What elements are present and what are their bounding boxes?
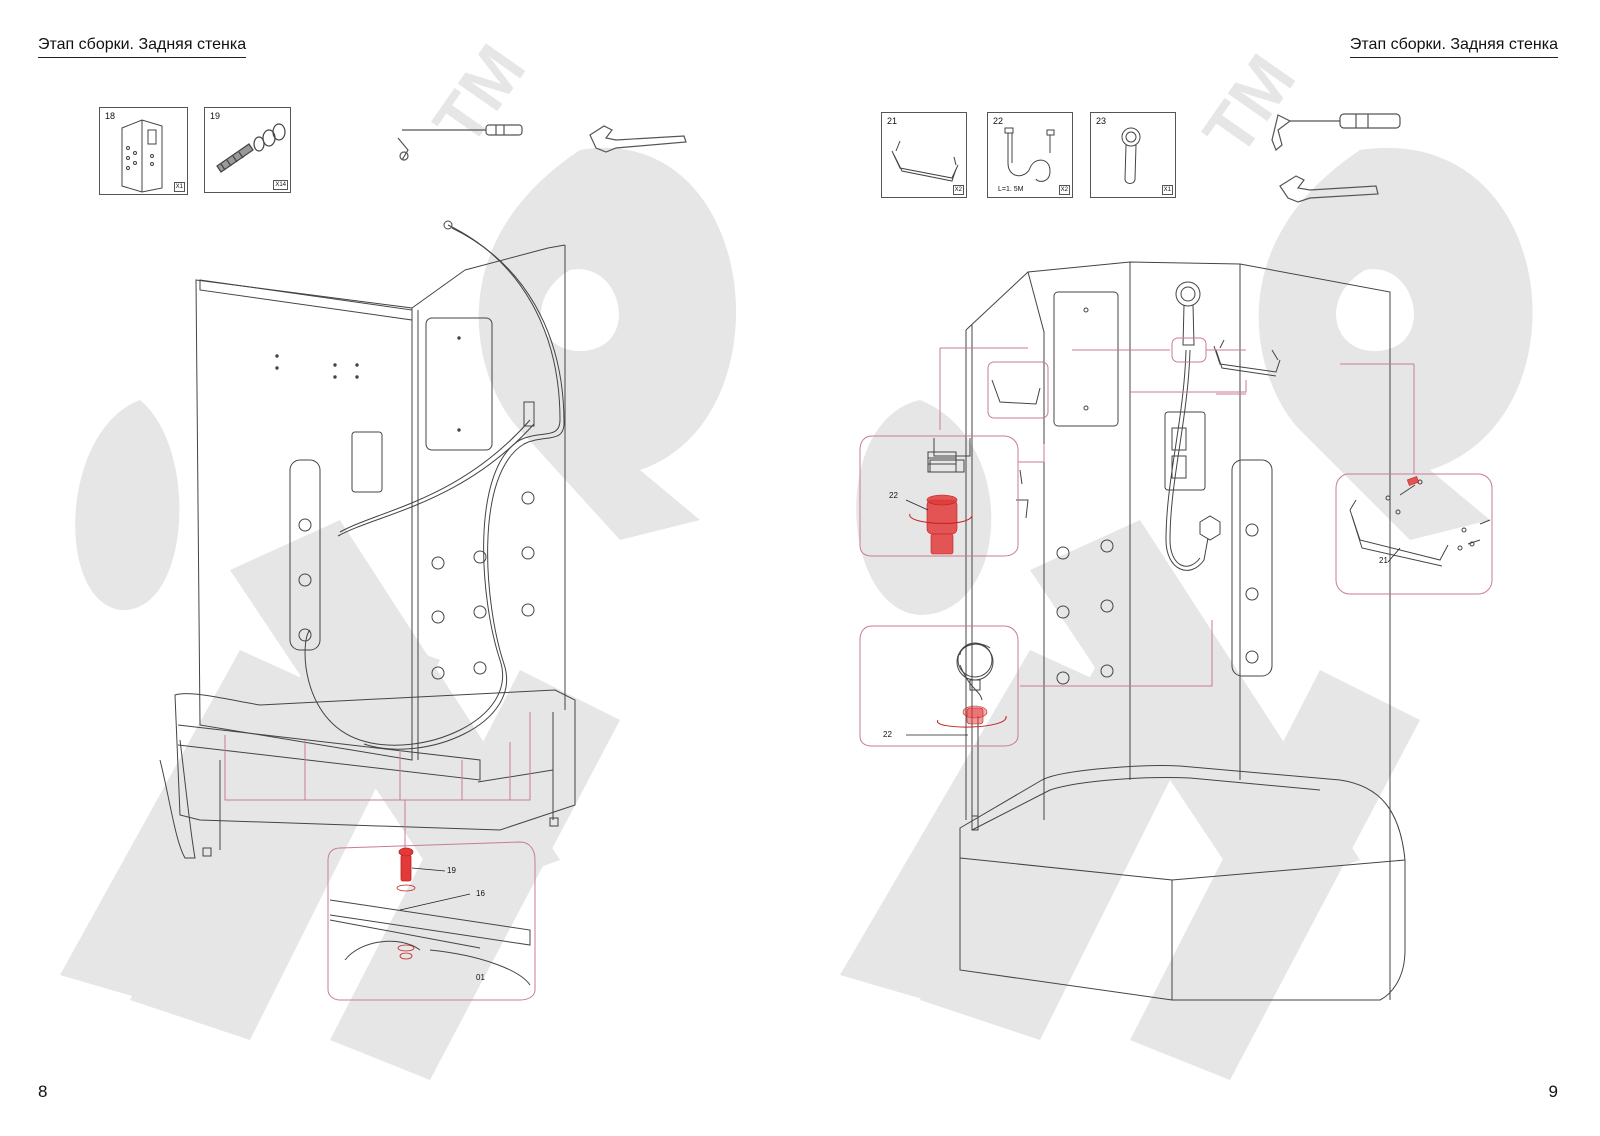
tools-illustration-right <box>1271 113 1401 203</box>
callout-label: 22 <box>883 730 892 739</box>
page-left: TM Этап сборки. Задняя стенка 18 X1 19 <box>38 31 737 1101</box>
part-quantity: X2 <box>952 185 964 195</box>
hose-length: L=1. 5M <box>998 186 1024 193</box>
hand-shower-icon <box>1121 127 1141 184</box>
part-card-19: 19 X14 <box>204 107 291 193</box>
part-number: 22 <box>993 116 1004 126</box>
highlighted-bolt <box>400 854 412 882</box>
callout-label: 22 <box>889 491 898 500</box>
wrench-icon <box>589 125 687 153</box>
part-quantity: X14 <box>273 180 288 190</box>
tools-illustration-left <box>397 124 687 161</box>
page-number: 8 <box>38 1082 48 1101</box>
wrench-icon <box>1279 175 1379 203</box>
part-card-21: 21 X2 <box>881 112 967 198</box>
part-number: 23 <box>1096 116 1107 126</box>
shower-cabin-fittings-drawing <box>859 261 1493 1001</box>
part-number: 18 <box>105 111 116 121</box>
page-number: 9 <box>1548 1082 1558 1101</box>
part-number: 19 <box>210 111 221 121</box>
bolt-set-icon <box>216 123 286 173</box>
callout-label: 16 <box>476 889 485 898</box>
part-card-18: 18 X1 <box>99 107 188 195</box>
watermark-logo-right: TM <box>840 41 1533 1080</box>
part-quantity: X2 <box>1058 185 1070 195</box>
page-right: TM Этап сборки. Задняя стенка 21 X2 22 L… <box>800 0 1600 1136</box>
part-quantity: X1 <box>173 182 185 192</box>
page-heading: Этап сборки. Задняя стенка <box>1349 36 1558 58</box>
part-card-22: 22 L=1. 5M X2 <box>987 112 1073 198</box>
part-quantity: X1 <box>1161 185 1173 195</box>
callout-label: 21 <box>1379 556 1388 565</box>
shower-cabin-back-wall-drawing <box>159 220 576 1001</box>
watermark-logo-left: TM <box>60 31 737 1080</box>
back-panel-icon <box>121 119 163 193</box>
part-card-23: 23 X1 <box>1090 112 1176 198</box>
shelf-icon <box>891 140 959 182</box>
callout-label: 01 <box>476 973 485 982</box>
page-heading: Этап сборки. Задняя стенка <box>38 36 247 58</box>
part-number: 21 <box>887 116 898 126</box>
callout-label: 19 <box>447 866 456 875</box>
shower-hose-icon <box>1004 127 1055 182</box>
